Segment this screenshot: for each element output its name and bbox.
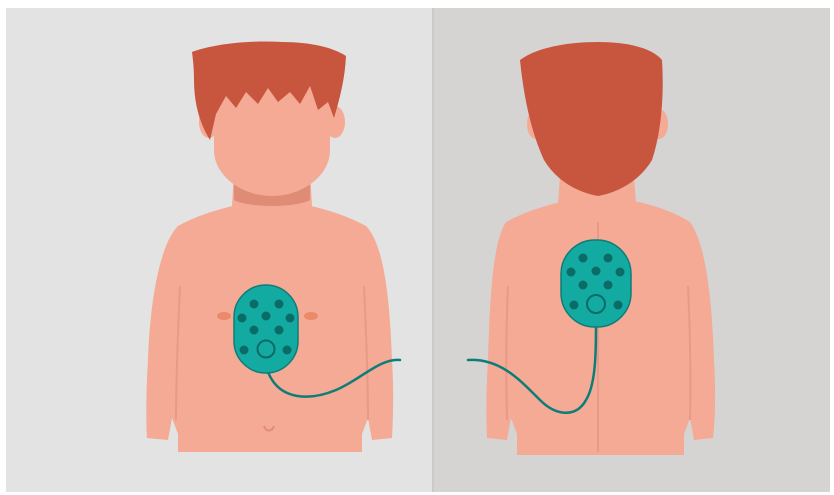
pad-dot: [567, 268, 576, 277]
pad-dot: [286, 314, 295, 323]
pad-dot: [570, 301, 579, 310]
back-defibrillator-pad: [561, 240, 631, 327]
pad-dot: [240, 346, 249, 355]
pad-dot: [250, 326, 259, 335]
pad-dot: [283, 346, 292, 355]
pad-dot: [579, 281, 588, 290]
pad-dot: [275, 326, 284, 335]
front-defibrillator-pad: [234, 285, 298, 373]
front-left-nipple: [217, 312, 231, 320]
front-right-nipple: [304, 312, 318, 320]
pad-dot: [604, 281, 613, 290]
pad-dot: [262, 312, 271, 321]
pad-dot: [238, 314, 247, 323]
pad-dot: [579, 254, 588, 263]
pad-dot: [616, 268, 625, 277]
pad-dot: [604, 254, 613, 263]
panel-divider: [432, 8, 434, 492]
pad-dot: [614, 301, 623, 310]
pad-dot: [592, 267, 601, 276]
pad-dot: [250, 300, 259, 309]
pad-dot: [275, 300, 284, 309]
